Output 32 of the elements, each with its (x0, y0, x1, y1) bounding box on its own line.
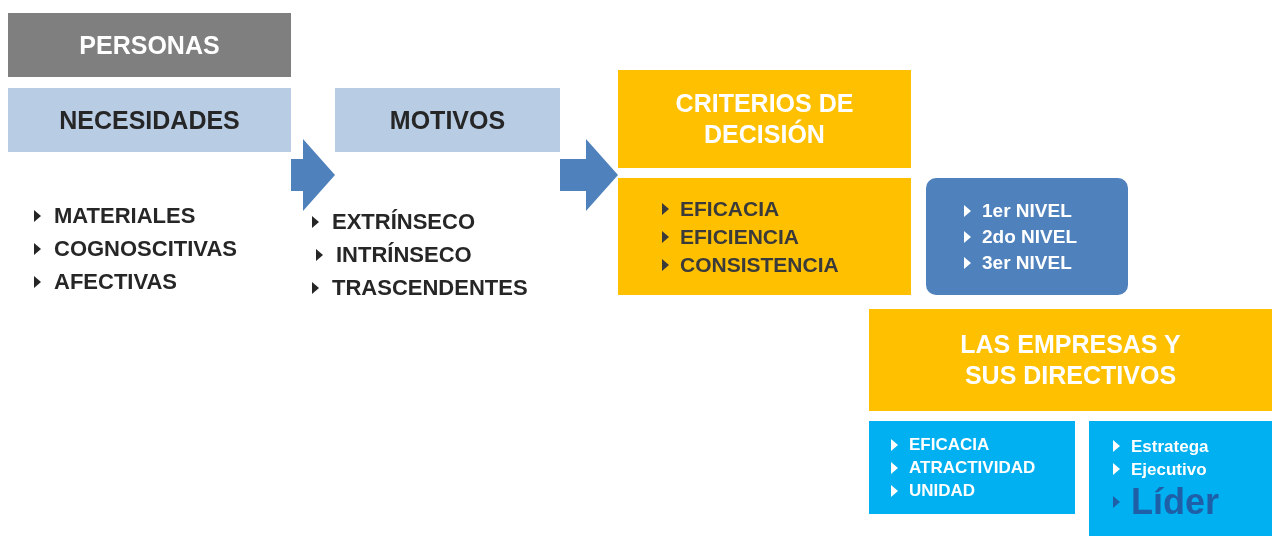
list-box (618, 178, 911, 295)
box-heading: MOTIVOS (388, 104, 507, 136)
category-box (335, 88, 560, 152)
list-box (926, 178, 1128, 295)
list-box (869, 421, 1075, 514)
bullet-item: UNIDAD (889, 479, 1075, 502)
list-item: MATERIALES (30, 203, 196, 229)
box-heading: LAS EMPRESAS Y SUS DIRECTIVOS (959, 329, 1182, 391)
list-item: EXTRÍNSECO (308, 209, 476, 235)
category-box (618, 70, 911, 168)
bullet-item: Estratega (1111, 434, 1272, 458)
list-item: AFECTIVAS (30, 269, 178, 295)
bullet-item: EFICIENCIA (660, 222, 911, 251)
role-heading: Líder (1111, 480, 1272, 523)
category-box (8, 88, 291, 152)
list-item: INTRÍNSECO (312, 242, 472, 268)
bullet-item: 3er NIVEL (962, 249, 1128, 276)
bullet-item: 1er NIVEL (962, 197, 1128, 224)
bullet-item: Ejecutivo (1111, 457, 1272, 481)
list-box (1089, 421, 1272, 536)
bullet-item: EFICACIA (889, 433, 1075, 456)
list-item: TRASCENDENTES (308, 275, 528, 301)
bullet-item: EFICACIA (660, 194, 911, 223)
box-heading: PERSONAS (78, 29, 221, 61)
bullet-item: CONSISTENCIA (660, 250, 911, 279)
bullet-item: 2do NIVEL (962, 223, 1128, 250)
box-heading: NECESIDADES (58, 104, 241, 136)
list-item: COGNOSCITIVAS (30, 236, 237, 262)
title-box (8, 13, 291, 77)
category-box (869, 309, 1272, 411)
bullet-item: ATRACTIVIDAD (889, 456, 1075, 479)
box-heading: CRITERIOS DE DECISIÓN (674, 88, 855, 150)
